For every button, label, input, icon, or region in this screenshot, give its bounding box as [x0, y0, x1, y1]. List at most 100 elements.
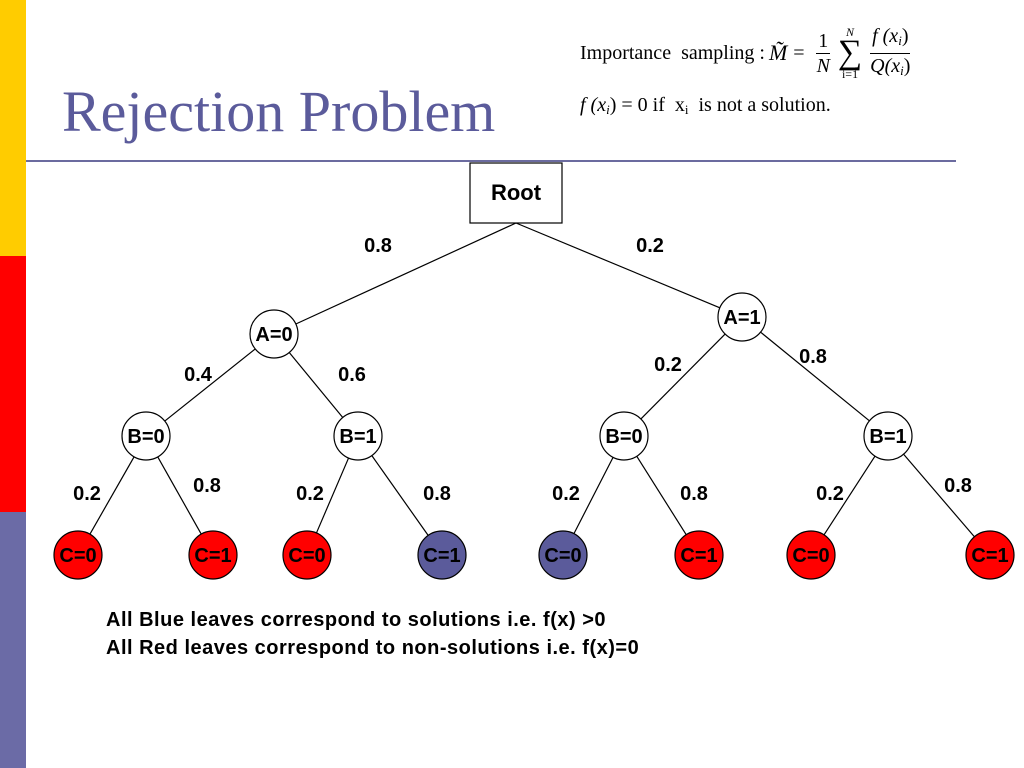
node-a0b0-label: B=0	[127, 426, 164, 448]
node-a0-circle	[249, 309, 299, 359]
edge-a0-a0b1	[288, 352, 344, 418]
node-l5-label: C=0	[544, 545, 581, 567]
edge-label-l6: 0.8	[680, 483, 708, 505]
edge-a1b1-l8	[903, 453, 975, 538]
edge-label-l1: 0.2	[73, 483, 101, 505]
formula-fraction-1-denominator: N	[816, 54, 830, 77]
formula-lhs: M̃	[768, 40, 788, 65]
node-a1b0: B=0	[599, 411, 649, 461]
node-a1b1-circle	[863, 411, 913, 461]
node-a0: A=0	[249, 309, 299, 359]
node-l4: C=1	[417, 530, 467, 580]
node-l2-label: C=1	[194, 545, 231, 567]
formula-label: Importance sampling :	[580, 41, 765, 64]
edge-labels: 0.8 0.2 0.4 0.6 0.2 0.8 0.2 0.8 0.2 0.8 0.2 0.8 0.2 0…	[73, 235, 972, 505]
line2-subscript-2: i	[684, 102, 689, 117]
edge-a0b0-l1	[89, 456, 135, 535]
edge-a1-a1b1	[760, 331, 870, 422]
node-l7-label: C=0	[792, 545, 829, 567]
edge-a1b1-l7	[823, 455, 876, 536]
fraction-2-num-text: f (x	[872, 24, 899, 47]
edge-label-a1: 0.2	[636, 235, 664, 257]
node-root-label: Root	[491, 180, 542, 205]
node-a1b0-label: B=0	[605, 426, 642, 448]
legend: All Blue leaves correspond to solutions …	[106, 606, 639, 662]
edge-a1b0-l5	[573, 457, 614, 534]
node-a0b1: B=1	[333, 411, 383, 461]
edge-label-a0: 0.8	[364, 235, 392, 257]
edge-label-l2: 0.8	[193, 475, 221, 497]
node-a1b1-label: B=1	[869, 426, 906, 448]
node-root: Root	[469, 162, 563, 224]
edge-label-a0b1: 0.6	[338, 364, 366, 386]
edge-a0b1-l4	[371, 455, 429, 536]
node-l4-circle	[417, 530, 467, 580]
edge-label-l5: 0.2	[552, 483, 580, 505]
fraction-2-den-close: )	[903, 54, 911, 77]
node-l2: C=1	[188, 530, 238, 580]
node-l8-circle	[965, 530, 1015, 580]
node-l7-circle	[786, 530, 836, 580]
edge-label-a1b1: 0.8	[799, 346, 827, 368]
node-l5-circle	[538, 530, 588, 580]
formula-fraction-1: 1 N	[815, 30, 832, 77]
legend-blue-line: All Blue leaves correspond to solutions …	[106, 609, 607, 631]
node-l3-label: C=0	[288, 545, 325, 567]
edge-a0b1-l3	[315, 457, 350, 534]
node-a0b0-circle	[121, 411, 171, 461]
node-l2-circle	[188, 530, 238, 580]
line2-middle: ) = 0 if x	[609, 94, 685, 116]
summation-upper-limit: N	[846, 25, 855, 39]
node-a0b0: B=0	[121, 411, 171, 461]
summation-sigma-icon: ∑	[837, 34, 863, 71]
node-l6-circle	[674, 530, 724, 580]
node-a1-circle	[717, 292, 767, 342]
node-a1b1: B=1	[863, 411, 913, 461]
fraction-2-den-subscript: i	[900, 62, 904, 78]
edge-label-l3: 0.2	[296, 483, 324, 505]
tree-edges	[89, 222, 975, 538]
node-root-box	[469, 162, 563, 224]
edge-label-l4: 0.8	[423, 483, 451, 505]
edge-a1-a1b0	[640, 333, 726, 420]
line2-end: is not a solution.	[688, 94, 831, 116]
formula-equals: =	[793, 41, 805, 64]
edge-label-l7: 0.2	[816, 483, 844, 505]
node-l8-label: C=1	[971, 545, 1008, 567]
node-a0b1-label: B=1	[339, 426, 376, 448]
edge-root-a1	[515, 222, 721, 309]
node-l1: C=0	[53, 530, 103, 580]
formula-fraction-1-numerator: 1	[816, 29, 831, 54]
node-a0b1-circle	[333, 411, 383, 461]
accent-bar-yellow	[0, 0, 26, 256]
formula-fraction-2-denominator: Q(xi)	[868, 54, 912, 82]
line2-subscript: i	[606, 102, 610, 117]
node-l5: C=0	[538, 530, 588, 580]
edge-label-l8: 0.8	[944, 475, 972, 497]
formula-line-1: Importance sampling : M̃ = 1 N N ∑ i=1 f…	[580, 22, 916, 84]
node-a1-label: A=1	[723, 307, 760, 329]
node-l7: C=0	[786, 530, 836, 580]
edge-label-a0b0: 0.4	[184, 364, 213, 386]
node-a1: A=1	[717, 292, 767, 342]
edge-a0-a0b0	[164, 348, 256, 422]
node-l8: C=1	[965, 530, 1015, 580]
slide-title: Rejection Problem	[62, 79, 496, 144]
summation-lower-limit: i=1	[841, 67, 859, 81]
edge-a0b0-l2	[157, 456, 202, 535]
node-l1-label: C=0	[59, 545, 96, 567]
node-l3-circle	[282, 530, 332, 580]
node-a1b0-circle	[599, 411, 649, 461]
node-l6-label: C=1	[680, 545, 717, 567]
edge-label-a1b0: 0.2	[654, 354, 682, 376]
node-l4-label: C=1	[423, 545, 460, 567]
node-l1-circle	[53, 530, 103, 580]
fraction-2-num-close: )	[901, 24, 909, 47]
node-l6: C=1	[674, 530, 724, 580]
node-a0-label: A=0	[255, 324, 292, 346]
formula-fraction-2-numerator: f (xi)	[870, 24, 911, 54]
formula-fraction-2: f (xi) Q(xi)	[868, 25, 912, 82]
formula-line-2: f (xi) = 0 if xi is not a solution.	[580, 94, 831, 118]
